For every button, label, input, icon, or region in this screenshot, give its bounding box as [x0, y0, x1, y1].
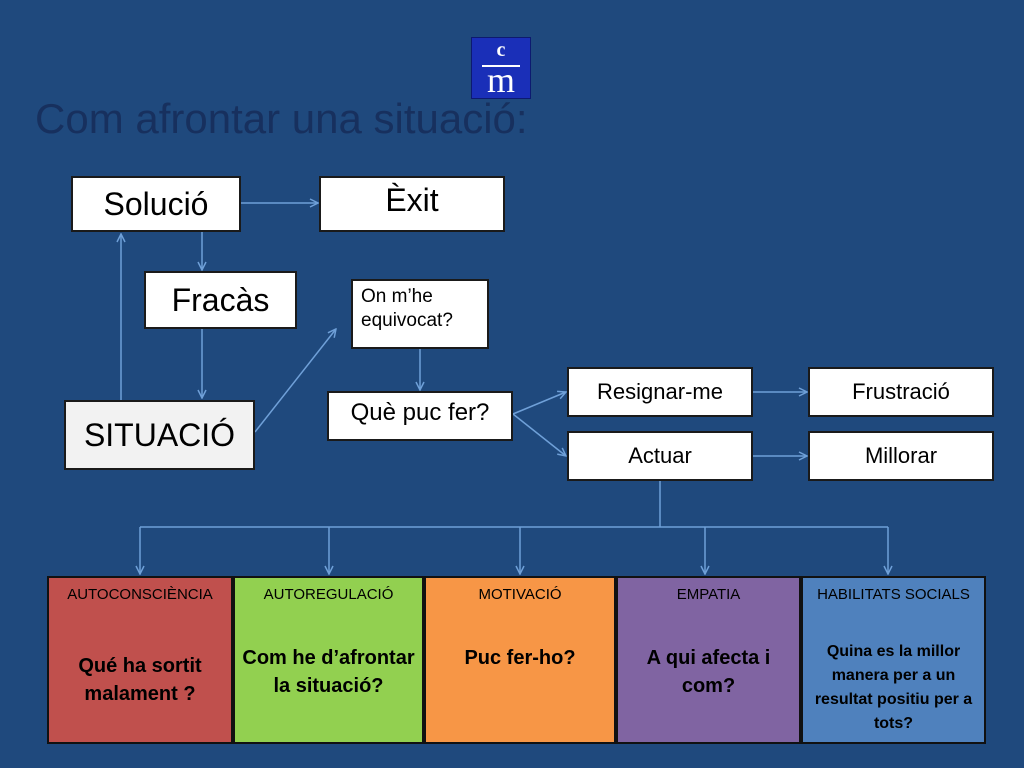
category-habilitats-socials: HABILITATS SOCIALS Quina es la millor ma…	[801, 576, 986, 744]
logo: c m	[471, 37, 531, 99]
category-title: AUTOREGULACIÓ	[263, 586, 394, 603]
category-motivacio: MOTIVACIÓ Puc fer-ho?	[424, 576, 616, 744]
category-question: Puc fer-ho?	[464, 647, 576, 669]
category-title: AUTOCONSCIÈNCIA	[67, 586, 213, 603]
logo-letter-m: m	[486, 60, 515, 100]
node-millorar: Millorar	[808, 431, 994, 481]
category-question: Quina es la millor manera per a un resul…	[814, 643, 973, 732]
node-solucio: Solució	[71, 176, 241, 232]
category-title: EMPATIA	[676, 586, 741, 603]
node-on-mhe-equivocat: On m’he equivocat?	[351, 279, 489, 349]
arrow-queputfer-actuar	[512, 413, 566, 456]
category-autoconsciencia: AUTOCONSCIÈNCIA Qué ha sortit malament ?	[47, 576, 233, 744]
node-actuar: Actuar	[567, 431, 753, 481]
node-fracas: Fracàs	[144, 271, 297, 329]
category-autoregulacio: AUTOREGULACIÓ Com he d’afrontar la situa…	[233, 576, 424, 744]
node-resignar-me: Resignar-me	[567, 367, 753, 417]
arrow-queputfer-resignar	[512, 392, 566, 415]
category-question: Qué ha sortit malament ?	[78, 655, 202, 705]
arrow-situacio-onmhe	[254, 329, 336, 433]
logo-divider	[482, 65, 520, 67]
category-title: MOTIVACIÓ	[478, 586, 562, 603]
category-question: Com he d’afrontar la situació?	[242, 647, 415, 697]
logo-letter-c: c	[496, 39, 506, 61]
category-empatia: EMPATIA A qui afecta i com?	[616, 576, 801, 744]
slide-title: Com afrontar una situació:	[35, 95, 528, 142]
node-situacio: SITUACIÓ	[64, 400, 255, 470]
category-title: HABILITATS SOCIALS	[817, 586, 970, 603]
category-question: A qui afecta i com?	[646, 647, 771, 697]
node-exit: Èxit	[319, 176, 505, 232]
node-frustracio: Frustració	[808, 367, 994, 417]
node-que-puc-fer: Què puc fer?	[327, 391, 513, 441]
